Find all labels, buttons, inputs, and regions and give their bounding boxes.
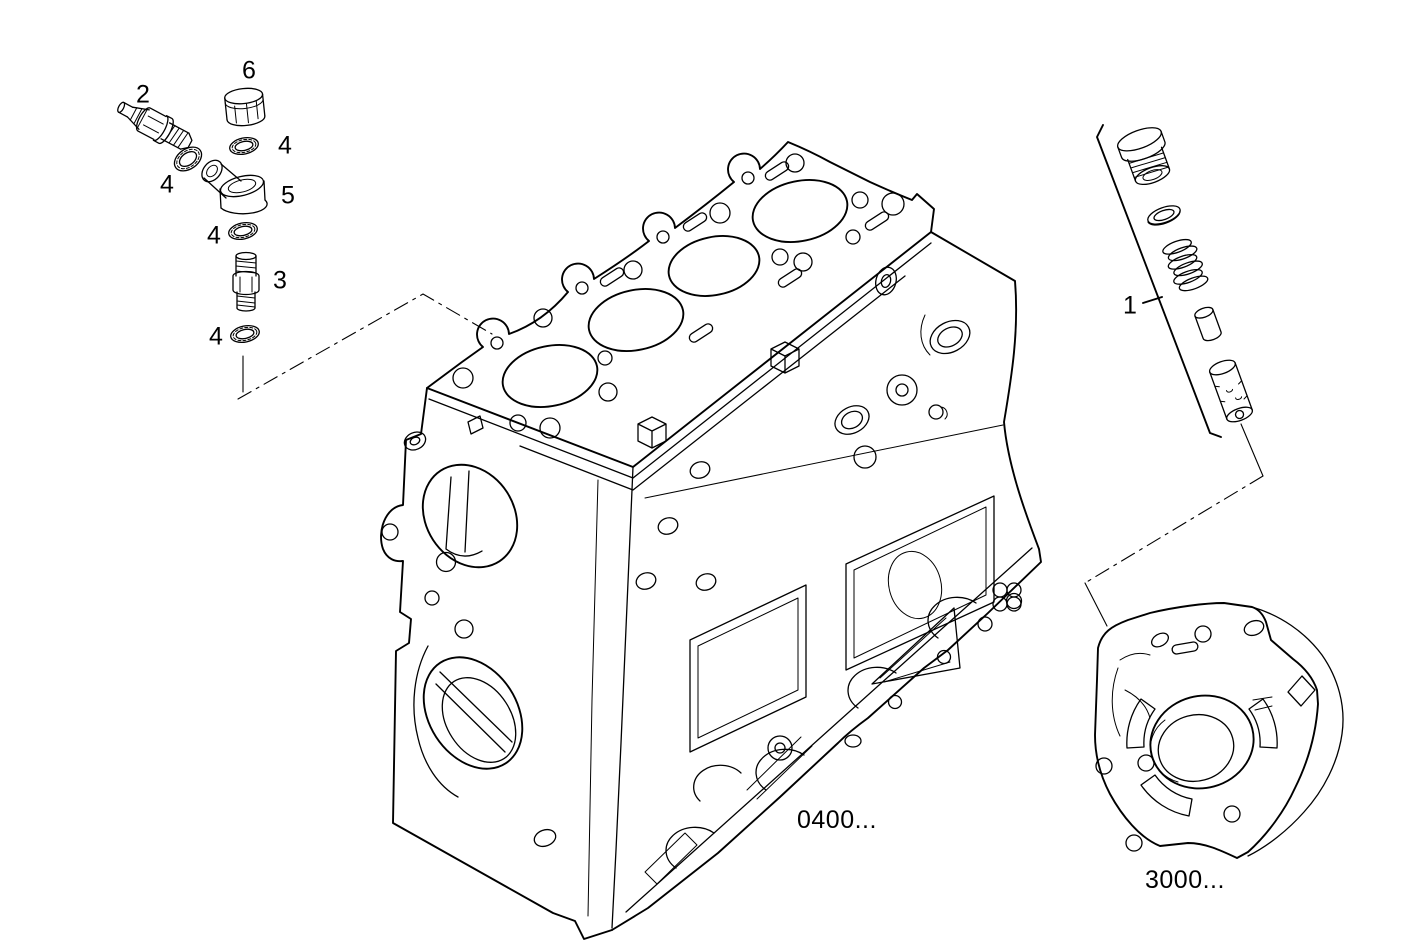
- deck-outline: [426, 141, 935, 468]
- callout-1-valve-assembly: 1: [1123, 291, 1137, 320]
- piston-drawing: [1194, 306, 1222, 342]
- washer-b-drawing: [229, 136, 259, 156]
- plug-drawing: [1116, 127, 1171, 186]
- cap-drawing: [224, 87, 266, 127]
- block-end-face: [380, 387, 634, 940]
- valve-centerline: [1084, 475, 1264, 584]
- cylinder-bores: [501, 179, 849, 408]
- fittings-centerline: [237, 293, 493, 400]
- caption-gasket-ref: 3000...: [1145, 866, 1225, 894]
- callout-4-washer-b: 4: [278, 131, 292, 160]
- engine-block-drawing: [380, 141, 1042, 940]
- deck-slots: [599, 161, 890, 343]
- block-side-face: [611, 231, 1042, 931]
- gasket-drawing: [1094, 602, 1344, 859]
- callout-4-washer-c: 4: [207, 221, 221, 250]
- sleeve-drawing: [1208, 359, 1254, 423]
- callout-4-washer-d: 4: [209, 322, 223, 351]
- callout-2-sensor: 2: [136, 80, 150, 109]
- callout-4-washer-a: 4: [160, 170, 174, 199]
- deck-bolt-holes: [452, 153, 905, 439]
- elbow-drawing: [201, 159, 268, 215]
- sensor-drawing: [117, 101, 193, 150]
- gasket-flange: [1247, 606, 1344, 857]
- callout-1-tick: [1142, 296, 1163, 304]
- valve-washer-drawing: [1147, 205, 1181, 226]
- gasket-outline: [1094, 602, 1319, 859]
- assembly-bracket: [1096, 124, 1222, 438]
- callout-6-cap: 6: [242, 56, 256, 85]
- washer-c-drawing: [228, 221, 258, 241]
- caption-engine-block-ref: 0400...: [797, 806, 877, 834]
- relief-valve-assembly-drawing: [1084, 124, 1264, 627]
- washer-a-drawing: [173, 146, 203, 172]
- deck-dowel-blocks: [467, 341, 800, 449]
- callout-3-stud: 3: [273, 266, 287, 295]
- valve-leader-end: [1084, 582, 1108, 627]
- spring-drawing: [1162, 238, 1209, 292]
- valve-leader-line: [1240, 423, 1264, 477]
- callout-5-elbow: 5: [281, 181, 295, 210]
- stud-drawing: [232, 251, 260, 312]
- fittings-group-drawing: [117, 87, 493, 400]
- washer-d-drawing: [230, 324, 260, 344]
